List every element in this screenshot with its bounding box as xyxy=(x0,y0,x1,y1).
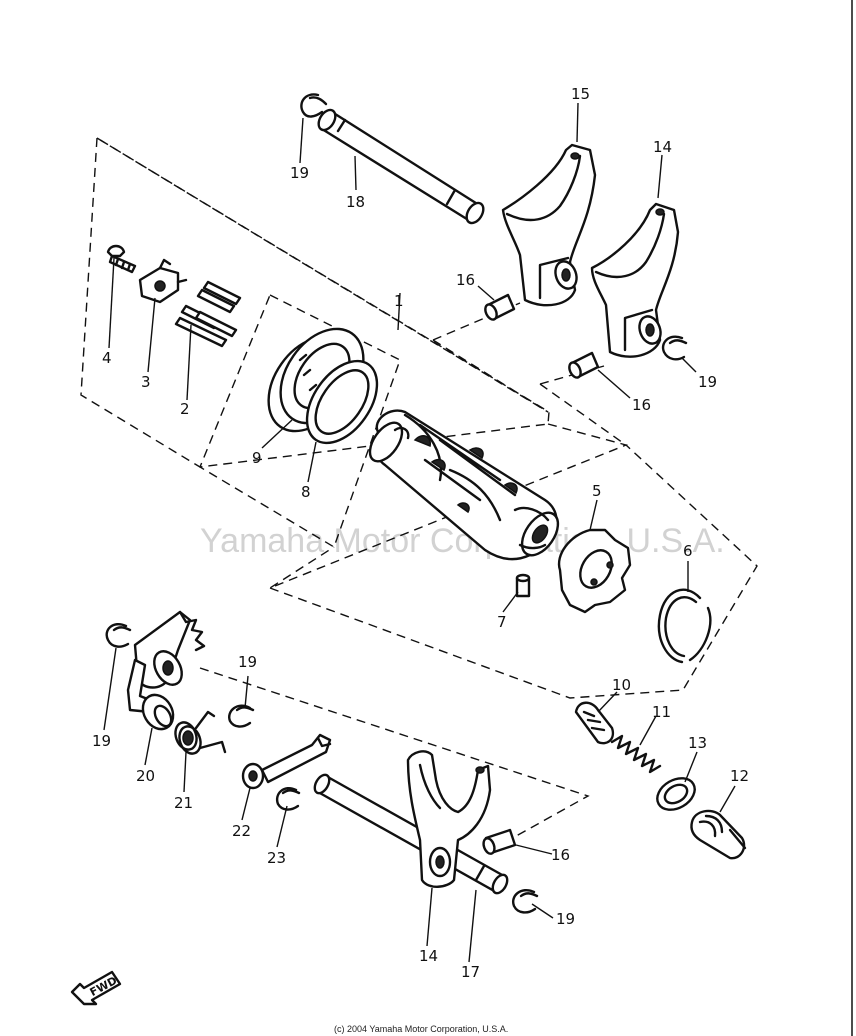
callout-10: 10 xyxy=(612,676,631,694)
callout-16-upper: 16 xyxy=(456,271,475,289)
part-16-guide-pin-middle xyxy=(568,351,600,379)
callout-6: 6 xyxy=(683,542,693,560)
callout-2: 2 xyxy=(180,400,190,418)
callout-16-middle: 16 xyxy=(632,396,651,414)
callout-23: 23 xyxy=(267,849,286,867)
part-12-bolt xyxy=(690,809,747,860)
callout-1: 1 xyxy=(394,292,404,310)
callout-12: 12 xyxy=(730,767,749,785)
callout-19-left: 19 xyxy=(92,732,111,750)
part-21-return-spring xyxy=(174,710,227,755)
part-19-circlip-bottom xyxy=(511,889,539,914)
callout-5: 5 xyxy=(592,482,602,500)
callout-14-lower: 14 xyxy=(419,947,438,965)
callout-22: 22 xyxy=(232,822,251,840)
copyright-text: (c) 2004 Yamaha Motor Corporation, U.S.A… xyxy=(334,1024,508,1034)
part-19-circlip-top xyxy=(300,93,328,118)
callout-16-lower: 16 xyxy=(551,846,570,864)
part-19-circlip-left xyxy=(105,623,132,648)
callout-19-mid: 19 xyxy=(238,653,257,671)
part-19-circlip-right xyxy=(661,335,688,361)
callout-9: 9 xyxy=(252,449,262,467)
callout-15: 15 xyxy=(571,85,590,103)
callout-19-top: 19 xyxy=(290,164,309,182)
part-23-circlip xyxy=(275,787,301,811)
callout-17: 17 xyxy=(461,963,480,981)
part-5-segment xyxy=(557,528,632,614)
callout-4: 4 xyxy=(102,349,112,367)
part-14-shift-fork-upper xyxy=(590,202,680,358)
callout-13: 13 xyxy=(688,734,707,752)
callout-18: 18 xyxy=(346,193,365,211)
callout-21: 21 xyxy=(174,794,193,812)
part-3-segment-stopper xyxy=(138,258,188,304)
part-10-plunger xyxy=(574,701,615,745)
part-6-circlip xyxy=(657,588,712,664)
callout-20: 20 xyxy=(136,767,155,785)
part-18-shift-guide-bar xyxy=(317,108,485,225)
callout-19-right: 19 xyxy=(698,373,717,391)
callout-14-upper: 14 xyxy=(653,138,672,156)
callout-19-bottom: 19 xyxy=(556,910,575,928)
part-7-dowel-pin xyxy=(515,573,531,598)
callout-labels: 15 14 19 18 16 1 4 3 19 16 2 9 8 5 6 7 1… xyxy=(92,85,749,981)
part-4-screw xyxy=(106,244,137,274)
part-20-shift-arm xyxy=(126,610,206,731)
leader-lines xyxy=(103,102,736,963)
part-22-washer-lever xyxy=(241,733,332,790)
part-13-washer xyxy=(656,777,696,811)
part-1-shift-cam xyxy=(368,409,560,561)
callout-7: 7 xyxy=(497,613,507,631)
part-2-pins xyxy=(174,280,242,348)
part-11-spring xyxy=(610,734,662,774)
fwd-direction-arrow: FWD xyxy=(70,970,122,1006)
part-15-shift-fork xyxy=(501,143,597,307)
callout-11: 11 xyxy=(652,703,671,721)
callout-3: 3 xyxy=(141,373,151,391)
part-8-washer xyxy=(305,359,379,445)
part-16-guide-pin-lower xyxy=(482,828,517,855)
callout-8: 8 xyxy=(301,483,311,501)
part-16-guide-pin-upper xyxy=(484,293,516,321)
part-14-shift-fork-lower xyxy=(406,750,492,888)
part-19-circlip-mid xyxy=(228,704,255,728)
